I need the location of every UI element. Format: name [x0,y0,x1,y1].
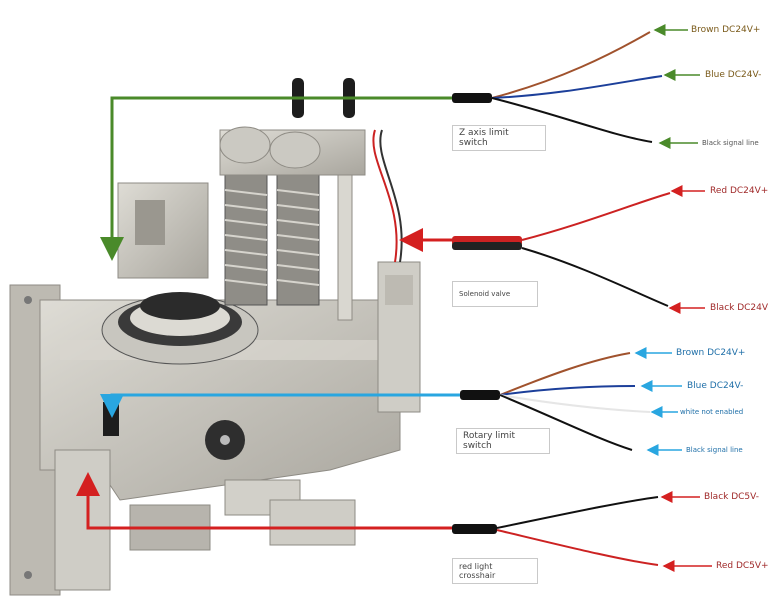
wire-arrows [634,24,712,572]
laser-cable-sleeve [452,524,497,534]
z-wire-black-label: Black signal line [702,139,759,147]
z-cable-sleeve [452,93,492,103]
z-wire-blue-label: Blue DC24V- [705,70,762,80]
rotary-wire-white-label: white not enabled [680,408,744,416]
label-solenoid-valve: Solenoid valve [452,281,538,307]
solenoid-wire-black-label: Black DC24V- [710,303,768,313]
solenoid-wire-red-label: Red DC24V+ [710,186,768,196]
lead-crosshair [76,472,452,530]
lead-z-axis [100,96,452,261]
machine-illustration [9,78,421,596]
rotary-wire-blue-label: Blue DC24V- [687,381,744,391]
lead-lines [76,96,460,530]
foot-right [269,499,356,546]
lead-rotary [100,393,460,418]
solenoid-valve-text: Solenoid valve [459,290,511,298]
label-rotary-limit-switch: Rotary limit switch [456,428,550,454]
label-red-light-crosshair: red light crosshair [452,558,538,584]
rotary-limit-switch-text: Rotary limit switch [463,431,516,451]
lower-slide [54,449,111,591]
rotary-wire-black-label: Black signal line [686,446,743,454]
cables [452,31,671,566]
red-light-crosshair-text: red light crosshair [459,562,496,580]
rotary-cable-sleeve [460,390,500,400]
laser-wire-black-label: Black DC5V- [704,492,760,502]
z-axis-limit-switch-text: Z axis limit switch [459,128,509,148]
label-z-axis-limit-switch: Z axis limit switch [452,125,546,151]
rotary-wire-brown-label: Brown DC24V+ [676,348,746,358]
laser-wire-red-label: Red DC5V+ [716,561,768,571]
z-wire-brown-label: Brown DC24V+ [691,25,761,35]
